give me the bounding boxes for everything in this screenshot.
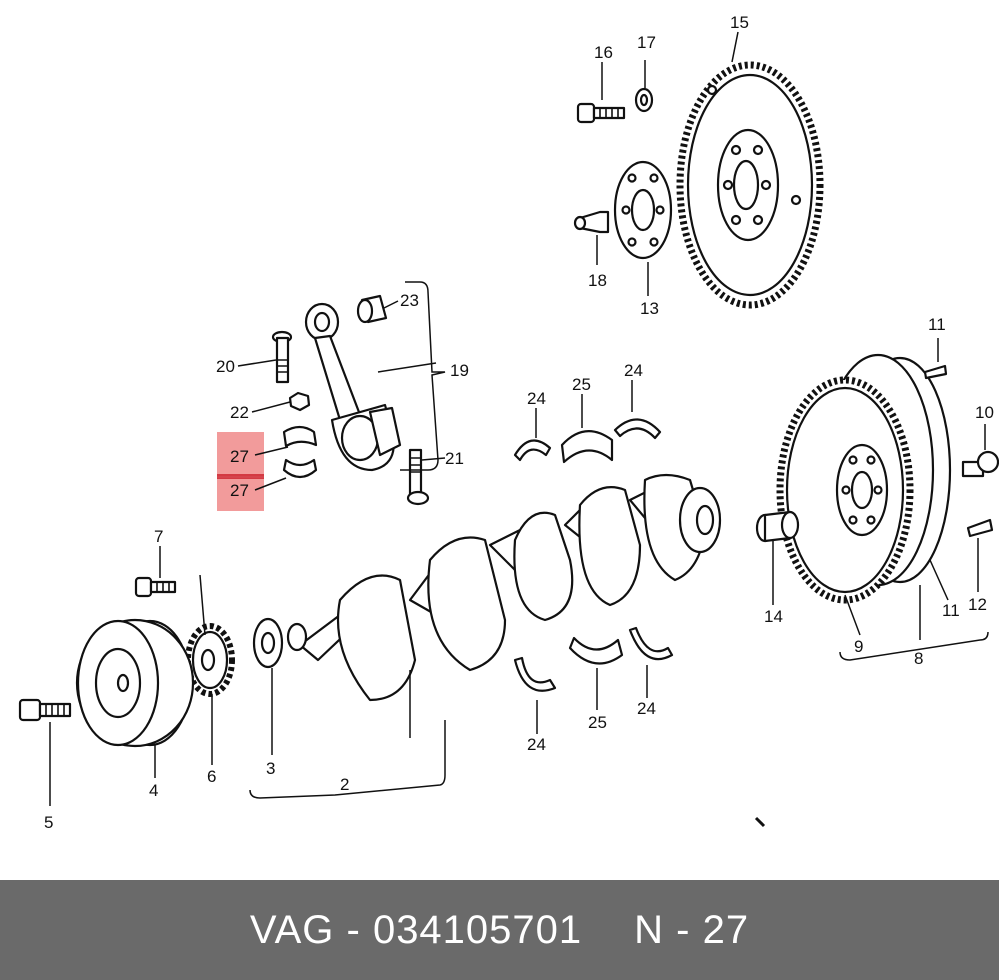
callout-8: 8 <box>914 649 923 668</box>
dual-mass-flywheel <box>776 353 952 604</box>
connecting-rod <box>304 302 402 472</box>
callout-22: 22 <box>230 403 249 422</box>
callout-27-b: 27 <box>230 481 249 500</box>
pulley-screw <box>134 576 177 598</box>
pilot-bush <box>573 210 610 234</box>
callout-27-a: 27 <box>230 447 249 466</box>
callout-13: 13 <box>640 299 659 318</box>
callout-15: 15 <box>730 13 749 32</box>
highlight-divider <box>217 474 264 479</box>
thrust-washers <box>513 418 674 692</box>
callout-16: 16 <box>594 43 613 62</box>
con-rod-nut <box>288 391 311 412</box>
callout-11-top: 11 <box>928 315 946 334</box>
callout-3: 3 <box>266 759 275 778</box>
crank-sprocket <box>185 623 235 697</box>
crank-pulley <box>75 618 195 748</box>
callout-5: 5 <box>44 813 53 832</box>
callout-24-d: 24 <box>637 699 656 718</box>
exploded-parts-diagram: 2 3 4 5 6 7 8 9 10 11 11 12 13 14 15 16 … <box>18 13 999 832</box>
callout-7: 7 <box>154 527 163 546</box>
needle-bearing <box>755 510 800 543</box>
pulley-bolt <box>18 698 72 722</box>
callout-20: 20 <box>216 357 235 376</box>
part-footer-bar: VAG - 034105701 N - 27 <box>0 880 999 980</box>
leader-lines <box>49 31 989 828</box>
callout-24-b: 24 <box>624 361 643 380</box>
con-rod-bearing-shells <box>282 425 318 479</box>
flywheel-screw <box>961 450 999 478</box>
callout-9: 9 <box>854 637 863 656</box>
callout-10: 10 <box>975 403 994 422</box>
crankshaft <box>286 473 722 702</box>
callout-17: 17 <box>637 33 656 52</box>
callout-labels: 2 3 4 5 6 7 8 9 10 11 11 12 13 14 15 16 … <box>44 13 994 832</box>
callout-2: 2 <box>340 775 349 794</box>
callout-4: 4 <box>149 781 158 800</box>
small-end-bush <box>356 294 388 324</box>
callout-18: 18 <box>588 271 607 290</box>
position-number: N - 27 <box>634 907 750 952</box>
callout-24-a: 24 <box>527 389 546 408</box>
flywheel-bolt <box>576 102 626 124</box>
con-rod-bolt-lower <box>406 448 430 506</box>
callout-19: 19 <box>450 361 469 380</box>
callout-25-a: 25 <box>572 375 591 394</box>
part-number: VAG - 034105701 <box>249 907 583 952</box>
main-bearing-upper <box>560 430 614 464</box>
con-rod-bolt <box>271 330 293 384</box>
callout-11-bottom: 11 <box>942 601 960 620</box>
oil-seal-flange <box>252 617 284 669</box>
callout-21: 21 <box>445 449 464 468</box>
callout-14: 14 <box>764 607 783 626</box>
callout-12: 12 <box>968 595 987 614</box>
callout-23: 23 <box>400 291 419 310</box>
highlight-box-bottom <box>217 478 264 511</box>
callout-6: 6 <box>207 767 216 786</box>
flywheel-plate <box>613 160 673 260</box>
dowel-pins <box>923 364 994 538</box>
callout-25-b: 25 <box>588 713 607 732</box>
flywheel-ring-gear <box>676 61 824 309</box>
locking-ring <box>634 87 654 113</box>
callout-24-c: 24 <box>527 735 546 754</box>
main-bearing-lower <box>568 636 624 665</box>
